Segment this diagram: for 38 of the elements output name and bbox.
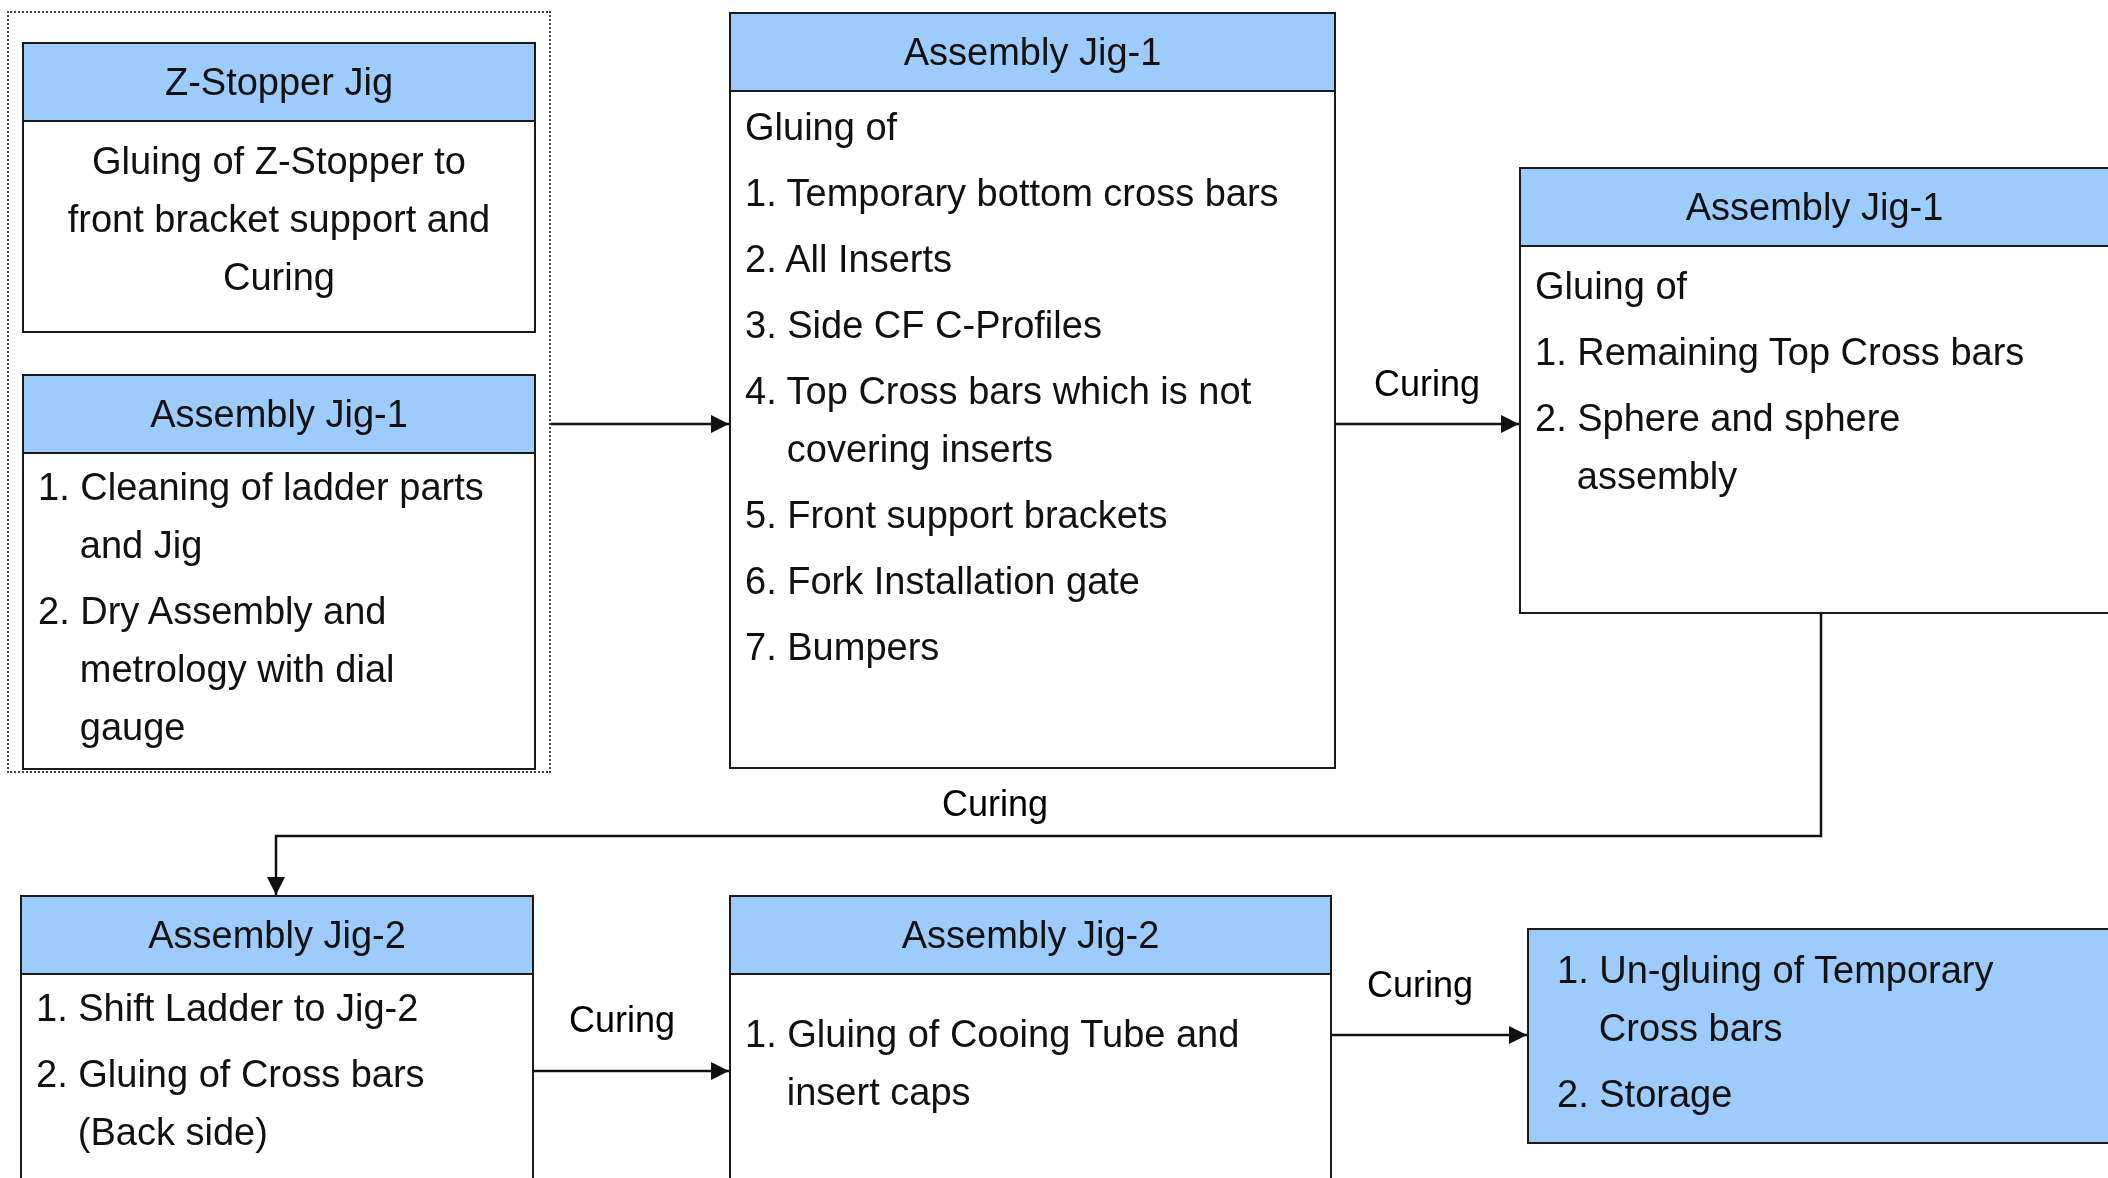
body-text: Gluing of Z-Stopper to front bracket support and Curing: [66, 139, 492, 300]
process-box: [22, 374, 536, 770]
list-item: 2. Storage: [1557, 1072, 1734, 1117]
process-box: [20, 895, 534, 1178]
box-heading: Z-Stopper Jig: [24, 44, 534, 122]
list-item: 2. Dry Assembly and metrology with dial gauge: [38, 589, 396, 750]
list-item: 4. Top Cross bars which is not covering inserts: [745, 369, 1253, 472]
box-heading: Assembly Jig-2: [731, 897, 1330, 975]
box-heading: Assembly Jig-1: [24, 376, 534, 454]
body-text: Gluing of: [745, 105, 899, 150]
list-item: 1. Temporary bottom cross bars: [745, 171, 1280, 216]
arrow: [267, 614, 1823, 895]
list-item: 2. Sphere and sphere assembly: [1535, 396, 1902, 499]
list-item: 1. Un-gluing of Temporary Cross bars: [1557, 948, 1995, 1051]
body-text: Gluing of: [1535, 264, 1689, 309]
box-heading: Assembly Jig-1: [1521, 169, 2108, 247]
list-item: 1. Remaining Top Cross bars: [1535, 330, 2026, 375]
list-item: 5. Front support brackets: [745, 493, 1169, 538]
process-box: [22, 42, 536, 333]
arrow: [1336, 415, 1519, 433]
process-box: [1527, 928, 2108, 1144]
process-box: [729, 895, 1332, 1178]
list-item: 3. Side CF C-Profiles: [745, 303, 1103, 348]
list-item: 6. Fork Installation gate: [745, 559, 1141, 604]
dotted-group-box: [7, 11, 551, 773]
list-item: 1. Cleaning of ladder parts and Jig: [38, 465, 485, 568]
process-box: [1519, 167, 2108, 614]
box-heading: Assembly Jig-1: [731, 14, 1334, 92]
list-item: 2. All Inserts: [745, 237, 953, 282]
process-box: [729, 12, 1336, 769]
list-item: 2. Gluing of Cross bars (Back side): [36, 1052, 426, 1155]
arrow: [551, 415, 729, 433]
arrow: [1332, 1026, 1527, 1044]
list-item: 7. Bumpers: [745, 625, 941, 670]
list-item: 1. Gluing of Cooing Tube and insert caps: [745, 1012, 1241, 1115]
arrow: [534, 1062, 729, 1080]
list-item: 1. Shift Ladder to Jig-2: [36, 986, 420, 1031]
box-heading: Assembly Jig-2: [22, 897, 532, 975]
